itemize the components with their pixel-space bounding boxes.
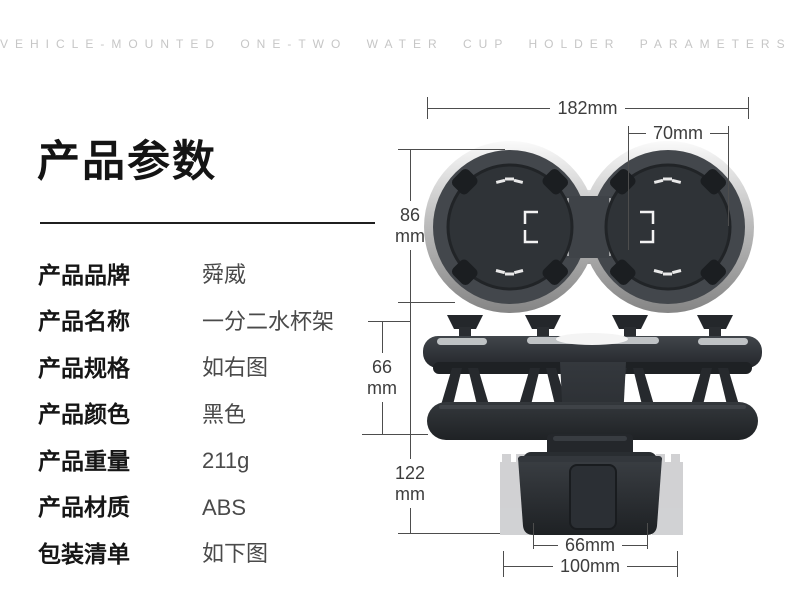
dimension-line bbox=[627, 565, 677, 567]
dimension-line bbox=[628, 132, 646, 134]
dim-cup-diameter: 70mm bbox=[628, 122, 729, 143]
dimension-line bbox=[381, 321, 383, 354]
base-view-image bbox=[500, 434, 683, 535]
cup-dash-marks bbox=[495, 177, 682, 276]
dimension-line bbox=[533, 544, 558, 546]
extension-line bbox=[748, 97, 749, 119]
spec-row: 产品重量 211g bbox=[38, 448, 383, 474]
dim-base-height-label: 122 mm bbox=[394, 463, 426, 504]
spec-label: 产品规格 bbox=[38, 354, 130, 381]
spec-label: 产品颜色 bbox=[38, 401, 130, 427]
extension-line bbox=[398, 149, 505, 150]
dimension-line bbox=[409, 507, 411, 533]
extension-line bbox=[503, 551, 504, 577]
extension-line bbox=[398, 302, 455, 303]
dim-base-inner-width-label: 66mm bbox=[565, 534, 616, 555]
spec-row: 产品规格 如右图 bbox=[38, 355, 383, 381]
extension-line bbox=[677, 551, 678, 577]
cup-bracket-marks bbox=[523, 210, 655, 244]
product-photo bbox=[423, 140, 762, 535]
spec-value: 如下图 bbox=[202, 541, 269, 566]
extension-line bbox=[398, 533, 500, 534]
extension-line bbox=[628, 126, 629, 250]
spec-value: 211g bbox=[202, 448, 250, 473]
dim-mid-height-label: 66 mm bbox=[367, 357, 397, 398]
dimension-line bbox=[409, 434, 411, 460]
dim-mid-height: 66 mm bbox=[357, 321, 407, 434]
spec-label: 产品重量 bbox=[38, 447, 130, 474]
dimension-line bbox=[624, 107, 748, 109]
dim-width-total-label: 182mm bbox=[557, 97, 618, 118]
page-title: 产品参数 bbox=[37, 138, 217, 186]
spec-value: 如右图 bbox=[202, 355, 269, 380]
tagline: VEHICLE-MOUNTED ONE-TWO WATER CUP HOLDER… bbox=[0, 37, 790, 51]
dimension-line bbox=[710, 132, 729, 134]
dim-width-total: 182mm bbox=[427, 97, 748, 118]
title-divider bbox=[40, 222, 375, 224]
spec-label: 产品材质 bbox=[38, 494, 130, 520]
spec-value: ABS bbox=[202, 494, 247, 520]
extension-line bbox=[728, 126, 729, 226]
extension-line bbox=[427, 97, 428, 119]
spec-label: 产品名称 bbox=[38, 308, 130, 334]
side-view-image bbox=[423, 315, 762, 458]
dim-top-height-label: 86 mm bbox=[395, 205, 425, 246]
dimension-line bbox=[409, 249, 411, 302]
spec-row: 产品品牌 舜威 bbox=[38, 262, 383, 288]
extension-line bbox=[533, 523, 534, 549]
dimension-line bbox=[409, 149, 411, 202]
spec-table: 产品品牌 舜威 产品名称 一分二水杯架 产品规格 如右图 产品颜色 黑色 产品重… bbox=[38, 262, 383, 588]
dim-cup-diameter-label: 70mm bbox=[653, 122, 704, 143]
spec-value: 一分二水杯架 bbox=[202, 308, 335, 334]
spec-value: 黑色 bbox=[202, 401, 247, 427]
spec-label: 产品品牌 bbox=[38, 261, 130, 288]
dim-base-height: 122 mm bbox=[385, 434, 435, 533]
spec-label: 包装清单 bbox=[38, 540, 130, 567]
dimension-line bbox=[427, 107, 551, 109]
dim-base-outer-width: 100mm bbox=[503, 555, 677, 576]
extension-line bbox=[362, 434, 428, 435]
spec-row: 产品名称 一分二水杯架 bbox=[38, 309, 383, 335]
spec-row: 包装清单 如下图 bbox=[38, 541, 383, 567]
dim-base-outer-width-label: 100mm bbox=[559, 555, 621, 576]
top-view-image bbox=[424, 140, 754, 368]
extension-line bbox=[647, 523, 648, 549]
dim-top-height: 86 mm bbox=[385, 149, 435, 302]
extension-line bbox=[410, 302, 411, 434]
dimension-line bbox=[622, 544, 648, 546]
spec-row: 产品材质 ABS bbox=[38, 495, 383, 521]
spec-value: 舜威 bbox=[202, 262, 247, 287]
dimension-line bbox=[381, 401, 383, 434]
spec-row: 产品颜色 黑色 bbox=[38, 402, 383, 428]
dim-base-inner-width: 66mm bbox=[533, 534, 648, 555]
dimension-line bbox=[503, 565, 553, 567]
extension-line bbox=[368, 321, 411, 322]
